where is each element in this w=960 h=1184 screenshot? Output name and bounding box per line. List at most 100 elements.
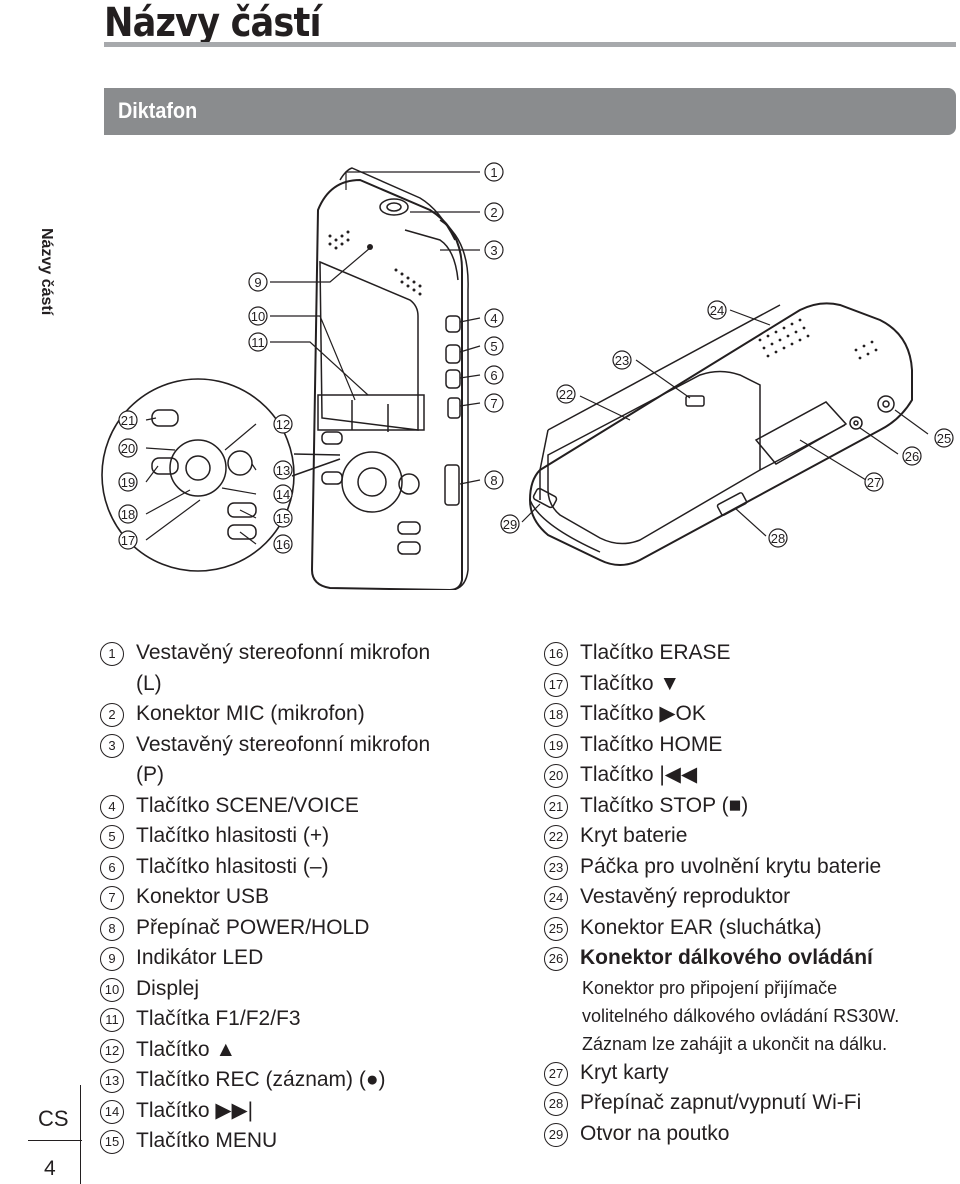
callout-1: 1 bbox=[490, 165, 497, 180]
callout-28: 28 bbox=[771, 531, 785, 546]
callout-14: 14 bbox=[276, 487, 290, 502]
list-item: 3 Vestavěný stereofonní mikrofon (P) bbox=[100, 730, 436, 791]
item-number: 11 bbox=[100, 1008, 124, 1032]
language-code: CS bbox=[38, 1106, 69, 1131]
list-item: 8 Přepínač POWER/HOLD bbox=[100, 913, 436, 944]
page-title: Názvy částí bbox=[104, 0, 322, 46]
item-number: 12 bbox=[100, 1038, 124, 1063]
item-label: Tlačítko hlasitosti (–) bbox=[136, 854, 329, 878]
list-item: 27 Kryt karty bbox=[544, 1058, 899, 1089]
recorder-back bbox=[528, 302, 913, 566]
callout-29: 29 bbox=[503, 517, 517, 532]
title-rule bbox=[104, 42, 956, 47]
item-number: 5 bbox=[100, 825, 124, 849]
list-item: 19 Tlačítko HOME bbox=[544, 730, 899, 761]
item-number: 4 bbox=[100, 794, 124, 819]
item-label: Kryt baterie bbox=[580, 824, 688, 847]
callout-4: 4 bbox=[490, 311, 497, 326]
side-tab: Názvy částí bbox=[37, 228, 65, 338]
list-item: 6 Tlačítko hlasitosti (–) bbox=[100, 852, 436, 883]
item-description: Konektor pro připojení přijímače volitel… bbox=[582, 974, 899, 1058]
list-item: 17 Tlačítko ▼ bbox=[544, 669, 899, 700]
item-number: 2 bbox=[100, 703, 124, 727]
item-number: 21 bbox=[544, 794, 568, 819]
callout-9: 9 bbox=[254, 275, 261, 290]
section-bar: Diktafon bbox=[104, 88, 956, 135]
item-number: 28 bbox=[544, 1092, 568, 1116]
list-item: 1 Vestavěný stereofonní mikrofon (L) bbox=[100, 638, 436, 699]
item-label: Tlačítko ▼ bbox=[580, 671, 681, 695]
item-label: Konektor EAR (sluchátka) bbox=[580, 915, 822, 939]
item-label: Tlačítko SCENE/VOICE bbox=[136, 793, 359, 817]
item-number: 24 bbox=[544, 886, 568, 910]
list-item: 29 Otvor na poutko bbox=[544, 1119, 899, 1150]
item-number: 14 bbox=[100, 1099, 124, 1124]
item-label: Tlačítko |◀◀ bbox=[580, 763, 698, 786]
callout-20: 20 bbox=[121, 441, 135, 456]
device-illustration: 1 2 3 4 5 6 7 8 9 10 11 12 13 14 15 16 1… bbox=[101, 162, 954, 590]
callout-16: 16 bbox=[276, 537, 290, 552]
list-item: 20 Tlačítko |◀◀ bbox=[544, 760, 899, 791]
item-number: 27 bbox=[544, 1061, 568, 1086]
list-item: 10 Displej bbox=[100, 974, 436, 1005]
list-item: 15 Tlačítko MENU bbox=[100, 1126, 436, 1157]
callout-11: 11 bbox=[251, 335, 265, 350]
callout-19: 19 bbox=[121, 475, 135, 490]
callout-23: 23 bbox=[615, 353, 629, 368]
item-label: Konektor MIC (mikrofon) bbox=[136, 702, 365, 725]
item-label: Displej bbox=[136, 976, 200, 1000]
list-item: 23 Páčka pro uvolnění krytu baterie bbox=[544, 852, 899, 883]
callout-8: 8 bbox=[490, 473, 497, 488]
parts-list-right: 16 Tlačítko ERASE 17 Tlačítko ▼ 18 Tlačí… bbox=[544, 638, 899, 1149]
item-number: 3 bbox=[100, 733, 124, 758]
item-number: 13 bbox=[100, 1069, 124, 1093]
list-item: 21 Tlačítko STOP (■) bbox=[544, 791, 899, 822]
item-label: Přepínač zapnut/vypnutí Wi-Fi bbox=[580, 1091, 862, 1114]
list-item: 26 Konektor dálkového ovládání bbox=[544, 943, 899, 974]
item-label: Vestavěný stereofonní mikrofon (P) bbox=[136, 732, 431, 787]
side-tab-label: Názvy částí bbox=[38, 228, 55, 316]
item-label: Tlačítko MENU bbox=[136, 1129, 278, 1152]
item-number: 18 bbox=[544, 703, 568, 727]
callout-12: 12 bbox=[276, 417, 290, 432]
item-label: Indikátor LED bbox=[136, 946, 264, 969]
list-item: 5 Tlačítko hlasitosti (+) bbox=[100, 821, 436, 852]
item-label: Tlačítko ▶OK bbox=[580, 702, 706, 725]
description-line: Záznam lze zahájit a ukončit na dálku. bbox=[582, 1033, 888, 1054]
item-label: Kryt karty bbox=[580, 1060, 669, 1084]
callout-18: 18 bbox=[121, 507, 135, 522]
item-number: 29 bbox=[544, 1122, 568, 1147]
parts-list-left: 1 Vestavěný stereofonní mikrofon (L) 2 K… bbox=[100, 638, 436, 1157]
item-number: 6 bbox=[100, 855, 124, 880]
callout-27: 27 bbox=[867, 475, 881, 490]
item-label: Tlačítko REC (záznam) (●) bbox=[136, 1068, 386, 1091]
item-number: 26 bbox=[544, 947, 568, 971]
list-item: 12 Tlačítko ▲ bbox=[100, 1035, 436, 1066]
callout-7: 7 bbox=[490, 396, 497, 411]
item-label: Tlačítko ▶▶| bbox=[136, 1098, 254, 1122]
item-number: 1 bbox=[100, 642, 124, 666]
item-number: 10 bbox=[100, 977, 124, 1002]
item-number: 22 bbox=[544, 825, 568, 849]
list-item: 18 Tlačítko ▶OK bbox=[544, 699, 899, 730]
list-item: 16 Tlačítko ERASE bbox=[544, 638, 899, 669]
item-number: 9 bbox=[100, 947, 124, 971]
item-label: Přepínač POWER/HOLD bbox=[136, 915, 370, 939]
margin-line bbox=[80, 1085, 81, 1184]
page-rule bbox=[28, 1140, 82, 1141]
list-item: 22 Kryt baterie bbox=[544, 821, 899, 852]
list-item: 11 Tlačítka F1/F2/F3 bbox=[100, 1004, 436, 1035]
item-number: 7 bbox=[100, 886, 124, 910]
callout-labels: 1 2 3 4 5 6 7 8 9 10 11 12 13 14 15 16 1… bbox=[121, 165, 951, 552]
item-label: Tlačítko HOME bbox=[580, 732, 723, 756]
callout-2: 2 bbox=[490, 205, 497, 220]
item-number: 20 bbox=[544, 764, 568, 788]
callout-24: 24 bbox=[710, 303, 724, 318]
list-item: 24 Vestavěný reproduktor bbox=[544, 882, 899, 913]
callout-21: 21 bbox=[121, 413, 135, 428]
callout-13: 13 bbox=[276, 463, 290, 478]
item-number: 23 bbox=[544, 855, 568, 880]
callout-markers bbox=[118, 162, 954, 554]
item-label: Vestavěný stereofonní mikrofon (L) bbox=[136, 641, 431, 695]
item-label: Konektor dálkového ovládání bbox=[580, 946, 873, 969]
